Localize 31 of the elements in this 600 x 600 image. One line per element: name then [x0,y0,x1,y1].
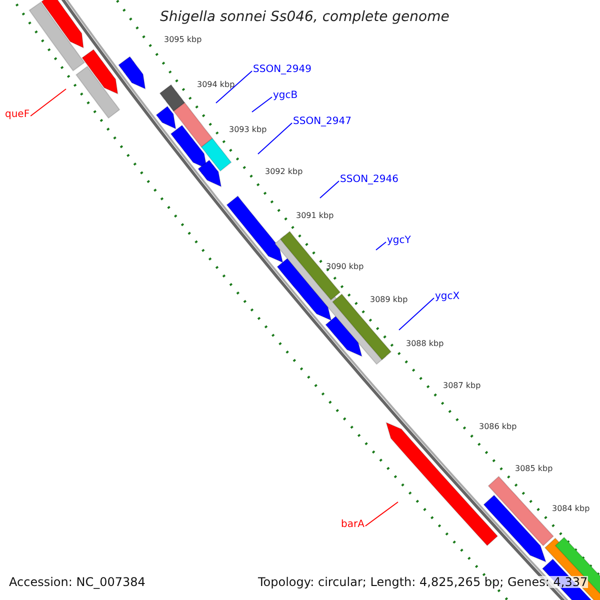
scale-label: 3090 kbp [326,263,364,271]
leader-line [364,502,398,526]
scale-label: 3088 kbp [406,340,444,348]
scale-label: 3094 kbp [197,81,235,89]
leader-line [30,88,66,116]
leader-line [320,180,340,198]
scale-label: 3092 kbp [265,168,303,176]
gene-label: barA [341,520,364,530]
map-title: Shigella sonnei Ss046, complete genome [160,10,450,24]
scale-label: 3084 kbp [552,505,590,513]
scale-label: 3095 kbp [164,36,202,44]
scale-label: 3093 kbp [229,126,267,134]
leader-line [398,298,434,330]
scale-label: 3089 kbp [370,296,408,304]
info-text: Accession: NC_007384 [9,576,146,588]
gene-label: ygcY [387,236,411,246]
leader-line [258,122,292,154]
scale-label: 3091 kbp [296,212,334,220]
leader-line [376,242,386,250]
gene-label: queF [5,110,30,120]
gene-label: SSON_2949 [253,65,312,75]
scale-label: 3087 kbp [443,382,481,390]
gene-label: ygcX [435,292,460,302]
info-text: Topology: circular; Length: 4,825,265 bp; Genes: 4,337 [258,576,588,588]
gene-label: SSON_2947 [293,117,352,127]
leader-line [216,70,252,104]
scale-label: 3086 kbp [479,423,517,431]
gene-label: SSON_2946 [340,175,398,185]
scale-label: 3085 kbp [515,465,553,473]
leader-line [252,96,272,112]
gene-label: ygcB [273,91,298,101]
